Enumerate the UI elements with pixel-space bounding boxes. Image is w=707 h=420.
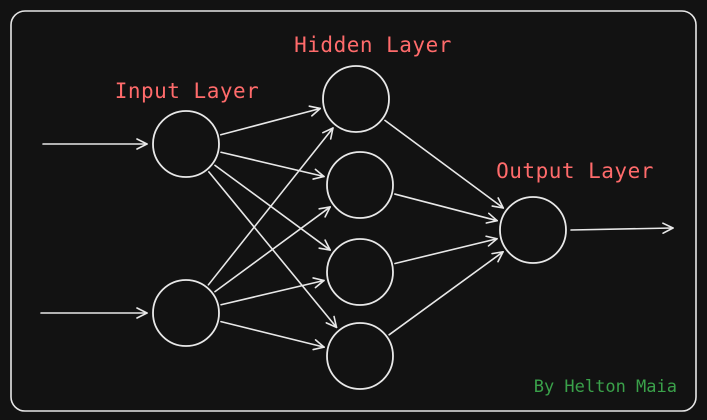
- hidden-neuron-2: [326, 151, 394, 219]
- hidden-neuron-4: [326, 322, 394, 390]
- edge-input1-hidden3: [214, 164, 331, 251]
- input-layer-label: Input Layer: [115, 79, 260, 103]
- edge-input2-hidden3: [220, 277, 325, 306]
- edge-input1-hidden1: [220, 105, 322, 136]
- edge-hidden2-output: [394, 193, 498, 224]
- edge-input2-hidden2: [214, 206, 331, 293]
- neurons: [152, 65, 567, 390]
- input-neuron-1: [152, 110, 220, 178]
- hidden-neuron-3: [326, 238, 394, 306]
- connections: [40, 105, 674, 351]
- input-neuron-2: [152, 279, 220, 347]
- edge-input1-hidden2: [220, 151, 325, 180]
- output-layer-label: Output Layer: [496, 159, 654, 183]
- edge-input2-hidden4: [220, 320, 325, 351]
- hidden-layer-label: Hidden Layer: [294, 33, 452, 57]
- diagram-frame: [10, 10, 697, 412]
- edge-hidden3-output: [394, 235, 498, 265]
- edge-hidden4-output: [388, 250, 504, 336]
- author-credit: By Helton Maia: [534, 377, 677, 397]
- edge-input2-hidden1: [207, 127, 334, 286]
- edge-hidden1-output: [384, 119, 505, 209]
- output-arrow: [570, 222, 674, 234]
- output-neuron-1: [499, 196, 567, 264]
- hidden-neuron-1: [322, 65, 390, 133]
